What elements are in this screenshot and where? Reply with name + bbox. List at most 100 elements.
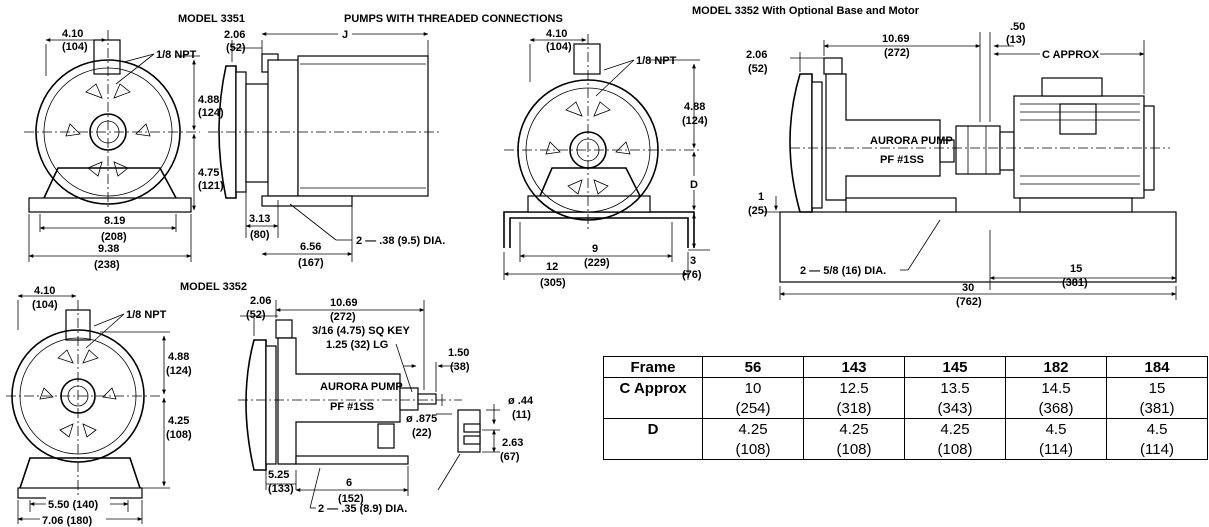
table-cell-d-mm: (108): [803, 439, 905, 460]
dim-mid-height-3-mm: (76): [682, 269, 702, 281]
table-row-d-mm: (108) (108) (108) (114) (114): [603, 439, 1208, 460]
title-model-3352: MODEL 3352: [180, 281, 247, 293]
dim-base-30-mm: (762): [956, 296, 982, 308]
label-3352-holes: 2 — .35 (8.9) DIA.: [318, 503, 407, 515]
dim-3351-width-410-mm: (104): [62, 41, 88, 53]
label-3352-aurora: AURORA PUMP: [320, 381, 403, 393]
dim-3351-height-488: 4.88: [198, 94, 219, 106]
dim-3352-side-525: 5.25: [268, 469, 289, 481]
model-3351-side-dims: 2.06 (52) J 3.13 (80) 6.56 (167) 2 — .38…: [224, 26, 445, 269]
dim-mid-width-9-mm: (229): [584, 257, 610, 269]
model-3352-front-view: [6, 300, 160, 500]
table-cell-c-in: 13.5: [904, 377, 1006, 398]
table-row-header-blank: [603, 439, 703, 460]
label-mid-npt: 1/8 NPT: [636, 55, 677, 67]
dim-3351-side-206-mm: (52): [226, 42, 246, 54]
dim-base-1-mm: (25): [748, 205, 768, 217]
dim-3352-width-410: 4.10: [34, 285, 55, 297]
dim-3352-height-425: 4.25: [168, 415, 189, 427]
table-cell-c-mm: (381): [1106, 398, 1208, 419]
table-cell-d-in: 4.5: [1005, 418, 1107, 439]
dim-mid-height-488-mm: (124): [682, 115, 708, 127]
dim-3352-height-488-mm: (124): [166, 365, 192, 377]
label-base-aurora: AURORA PUMP: [870, 135, 953, 147]
table-cell-frame: 145: [904, 356, 1006, 378]
dim-mid-width-12-mm: (305): [540, 277, 566, 289]
dim-mid-width-9: 9: [592, 243, 598, 255]
dim-3352-height-488: 4.88: [168, 351, 189, 363]
label-3352-npt: 1/8 NPT: [126, 309, 167, 321]
title-model-3352-base-motor: MODEL 3352 With Optional Base and Motor: [692, 5, 920, 17]
dim-mid-width-12: 12: [546, 261, 558, 273]
dim-3352-side-6-mm: (152): [338, 493, 364, 505]
table-cell-d-mm: (108): [904, 439, 1006, 460]
model-3352-side-view: [238, 319, 462, 471]
frame-dimensions-table: Frame 56 143 145 182 184 C Approx 10 12.…: [603, 356, 1208, 460]
table-cell-d-in: 4.25: [803, 418, 905, 439]
dim-mid-height-3: 3: [690, 255, 696, 267]
dim-base-1069-mm: (272): [884, 47, 910, 59]
dim-key-263-mm: (67): [500, 451, 520, 463]
table-row-header-blank: [603, 398, 703, 419]
table-row-d-in: D 4.25 4.25 4.25 4.5 4.5: [603, 418, 1208, 439]
table-cell-c-mm: (318): [803, 398, 905, 419]
label-base-pf: PF #1SS: [880, 154, 924, 166]
table-cell-c-in: 15: [1106, 377, 1208, 398]
table-cell-c-in: 14.5: [1005, 377, 1107, 398]
dim-3352-shaft-mm: (22): [412, 427, 432, 439]
table-cell-frame: 184: [1106, 356, 1208, 378]
dim-3351-height-475: 4.75: [198, 167, 219, 179]
dim-3352-width-550: 5.50 (140): [48, 499, 98, 511]
key-detail-view: ø .44 (11) 2.63 (67): [437, 395, 534, 491]
dim-3351-height-488-mm: (124): [198, 107, 224, 119]
model-3352-base-side-view: [779, 57, 1177, 283]
dim-key-044: ø .44: [508, 395, 534, 407]
dim-3352-height-425-mm: (108): [166, 429, 192, 441]
table-cell-c-in: 10: [702, 377, 804, 398]
dim-3351-side-313-mm: (80): [250, 229, 270, 241]
table-cell-frame: 56: [702, 356, 804, 378]
dim-3351-side-656: 6.56: [300, 241, 321, 253]
dim-base-30: 30: [962, 282, 974, 294]
table-cell-c-in: 12.5: [803, 377, 905, 398]
dim-3352-width-706: 7.06 (180): [42, 515, 92, 527]
table-header-row: Frame 56 143 145 182 184: [603, 356, 1208, 378]
table-row-header-frame: Frame: [603, 356, 703, 378]
dim-base-1: 1: [758, 191, 764, 203]
dim-3351-width-819-mm: (208): [101, 231, 127, 243]
label-3352-lg: 1.25 (32) LG: [326, 339, 388, 351]
dim-key-263: 2.63: [502, 437, 523, 449]
dim-3352-side-6: 6: [346, 477, 352, 489]
title-threaded-connections: PUMPS WITH THREADED CONNECTIONS: [344, 13, 563, 25]
table-cell-c-mm: (368): [1005, 398, 1107, 419]
dim-base-050: .50: [1010, 21, 1025, 33]
dim-base-206-mm: (52): [748, 63, 768, 75]
dim-mid-width-410: 4.10: [546, 28, 567, 40]
model-3352-front-dims: 4.10 (104) 1/8 NPT 4.88 (124) 4.25 (108)…: [17, 285, 192, 527]
dim-3351-width-938: 9.38: [98, 243, 119, 255]
dim-3352-side-525-mm: (133): [268, 483, 294, 495]
dim-3352-shaft: ø .875: [406, 413, 437, 425]
dim-3352-width-410-mm: (104): [32, 299, 58, 311]
dim-3351-side-313: 3.13: [249, 213, 270, 225]
model-3351-front-dims: 4.10 (104) 1/8 NPT 4.88 (124) 4.75 (121)…: [28, 28, 224, 271]
dim-3352-side-1069: 10.69: [330, 297, 358, 309]
title-model-3351: MODEL 3351: [178, 13, 245, 25]
label-base-holes: 2 — 5/8 (16) DIA.: [800, 265, 886, 277]
dim-mid-width-410-mm: (104): [546, 41, 572, 53]
label-3351-npt: 1/8 NPT: [156, 49, 197, 61]
dim-3352-side-150: 1.50: [448, 347, 469, 359]
dim-3351-side-206: 2.06: [224, 29, 245, 41]
table-cell-d-in: 4.5: [1106, 418, 1208, 439]
dim-mid-height-488: 4.88: [684, 101, 705, 113]
table-cell-d-mm: (114): [1005, 439, 1107, 460]
dim-base-15: 15: [1070, 263, 1082, 275]
model-3352-side-dims: AURORA PUMP PF #1SS 2.06 (52) 10.69 (272…: [240, 295, 470, 515]
model-3351-side-view: [208, 53, 440, 207]
table-row-c-mm: (254) (318) (343) (368) (381): [603, 398, 1208, 419]
table-cell-c-mm: (343): [904, 398, 1006, 419]
dim-base-050-mm: (13): [1006, 34, 1026, 46]
label-3352-pf: PF #1SS: [330, 401, 374, 413]
dim-3351-height-475-mm: (121): [198, 180, 224, 192]
